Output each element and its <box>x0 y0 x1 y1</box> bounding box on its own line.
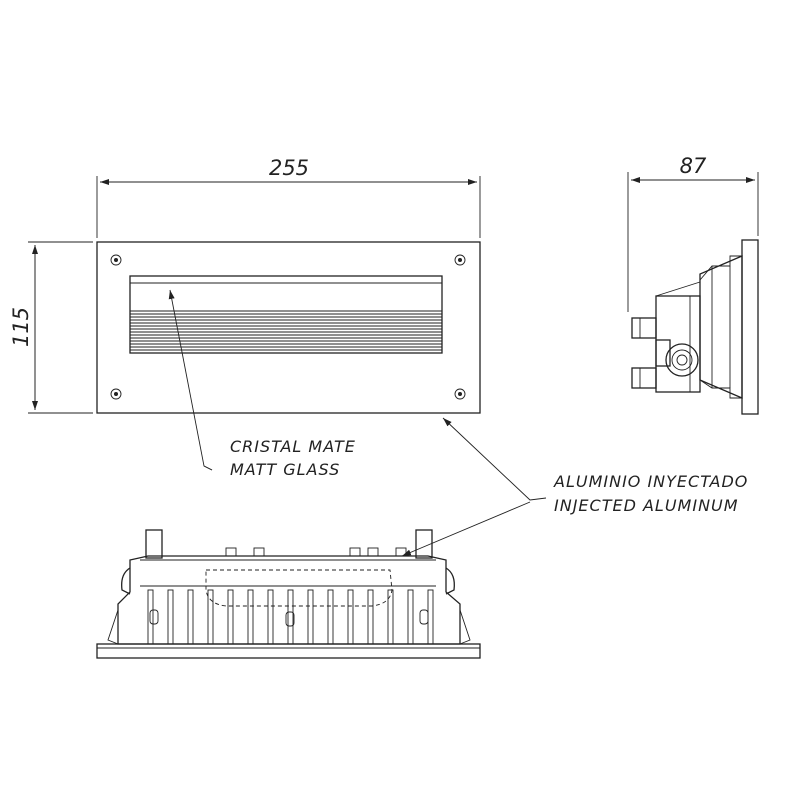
heatsink-fin <box>227 589 234 645</box>
glass-label-en: MATT GLASS <box>230 460 340 479</box>
depth-label: 87 <box>680 154 707 178</box>
heatsink-fin <box>347 589 354 645</box>
cable-gland-icon <box>655 339 699 377</box>
heatsink-fin <box>147 589 154 645</box>
glass-label-es: CRISTAL MATE <box>230 437 356 456</box>
heatsink-fin <box>247 589 254 645</box>
height-label: 115 <box>9 307 33 347</box>
aluminum-label-es: ALUMINIO INYECTADO <box>553 472 748 491</box>
front-view <box>96 241 481 414</box>
callout-injected-aluminum: ALUMINIO INYECTADO INJECTED ALUMINUM <box>401 417 748 557</box>
heatsink-fin <box>287 589 294 645</box>
heatsink-fin <box>207 589 214 645</box>
heatsink-fin <box>407 589 414 645</box>
matt-glass-window <box>129 275 443 354</box>
heatsink-fin <box>167 589 174 645</box>
heatsink-fin <box>327 589 334 645</box>
heatsink-fin <box>187 589 194 645</box>
heatsink-fin <box>387 589 394 645</box>
callout-matt-glass: CRISTAL MATE MATT GLASS <box>168 289 356 479</box>
heatsink-fin <box>307 589 314 645</box>
aluminum-label-en: INJECTED ALUMINUM <box>554 496 739 515</box>
heatsink-fin <box>367 589 374 645</box>
screw-icon <box>110 254 466 400</box>
width-label: 255 <box>269 156 309 180</box>
dimension-depth: 87 <box>627 154 759 312</box>
heatsink-fin <box>427 589 434 645</box>
dimension-height: 115 <box>9 241 93 414</box>
heatsink-fin <box>267 589 274 645</box>
side-view <box>631 239 759 415</box>
dimension-width: 255 <box>96 156 481 238</box>
bottom-view <box>96 529 481 659</box>
